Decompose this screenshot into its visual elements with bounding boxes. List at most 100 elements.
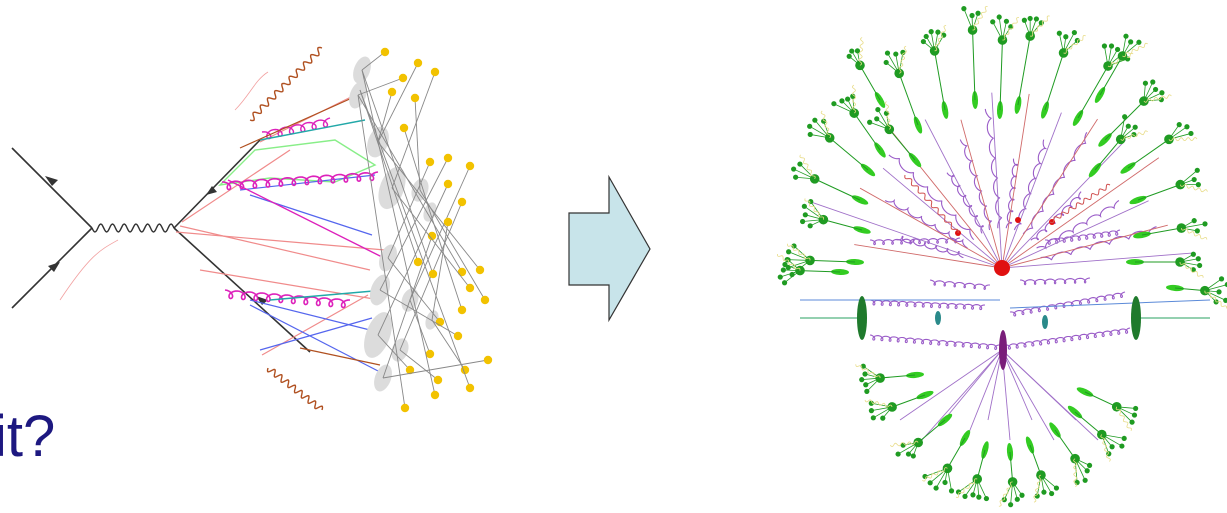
shower-line: [1001, 252, 1194, 269]
soft-photon: [820, 110, 832, 139]
decay-line: [871, 406, 893, 412]
decay-line: [1063, 36, 1067, 53]
decay-line: [877, 109, 890, 130]
final-state-particle: [413, 58, 423, 68]
final-particle: [808, 198, 814, 205]
gluon-band: [1005, 327, 1131, 350]
shower-line: [1001, 139, 1126, 269]
decay-line: [1101, 434, 1113, 448]
final-particle: [942, 479, 948, 486]
decay-line: [783, 269, 801, 272]
decay-line: [810, 259, 856, 263]
decay-line: [809, 125, 830, 139]
final-particle: [1108, 43, 1115, 49]
decay-stem: [359, 89, 419, 263]
decay-line: [1077, 65, 1109, 119]
final-particle: [1125, 123, 1131, 129]
parton-shower-diagram: [11, 46, 493, 413]
final-particle: [1119, 443, 1125, 449]
final-particle: [1027, 15, 1033, 22]
decay-line: [1040, 475, 1045, 493]
decay-line: [1040, 474, 1057, 489]
decay-line: [925, 36, 935, 52]
decay-line: [1029, 22, 1042, 37]
final-particle: [1122, 114, 1128, 120]
final-particle: [962, 493, 968, 499]
decay-line: [895, 53, 900, 74]
final-state-particle: [428, 269, 438, 279]
final-particle: [1131, 412, 1138, 418]
final-particle: [782, 261, 788, 268]
decay-line: [1204, 284, 1227, 292]
gluon-curl: [1030, 191, 1082, 241]
final-state-particle: [480, 295, 490, 305]
colour-flow-line: [59, 239, 119, 301]
decay-line: [1179, 258, 1199, 263]
soft-photon: [1100, 434, 1111, 462]
final-particle: [1008, 502, 1014, 508]
soft-photon: [955, 478, 978, 498]
soft-photon: [777, 254, 801, 271]
final-particle: [781, 280, 788, 286]
decay-line: [866, 377, 881, 392]
outgoing-arrow-head: [206, 186, 217, 195]
decay-line: [1074, 411, 1103, 435]
final-particle: [812, 117, 818, 123]
decay-line: [1104, 100, 1145, 141]
shower-line: [810, 201, 1003, 269]
decay-stem: [382, 235, 433, 379]
gluon-curl: [1013, 139, 1048, 231]
final-particle: [1224, 282, 1227, 288]
gluon-band: [1045, 229, 1121, 245]
gluon-band: [869, 334, 1000, 351]
shower-line: [1001, 93, 1030, 269]
decay-line: [1029, 444, 1042, 476]
heavy-hadron: [1131, 296, 1141, 340]
decay-line: [880, 374, 916, 379]
decay-line: [947, 468, 952, 491]
decay-line: [934, 50, 946, 111]
final-particle: [1176, 122, 1182, 128]
decay-stem: [377, 62, 419, 143]
final-particle: [875, 106, 881, 113]
decay-stem: [379, 157, 449, 291]
decay-stem: [419, 189, 486, 301]
final-particle: [1142, 80, 1149, 86]
final-state-particle: [387, 87, 397, 97]
shower-line: [965, 349, 1003, 441]
decay-line: [1120, 116, 1126, 140]
final-particle: [839, 98, 845, 104]
final-particle: [1128, 39, 1134, 45]
soft-photon: [884, 101, 892, 130]
soft-photon: [799, 154, 816, 180]
decay-line: [1101, 434, 1123, 447]
final-particle: [1114, 46, 1121, 53]
brown-line: [239, 97, 353, 149]
soft-photon: [898, 45, 907, 74]
decay-stem: [409, 165, 471, 301]
decay-line: [972, 13, 979, 31]
decay-line: [1101, 434, 1125, 439]
gluon-curl: [888, 154, 975, 241]
final-particle: [976, 494, 982, 500]
final-particle: [1218, 276, 1225, 282]
red-photon: [1049, 183, 1111, 224]
quark-line: [259, 317, 373, 351]
final-state-particle: [433, 375, 443, 385]
final-particle: [1129, 419, 1135, 425]
shower-line: [1001, 349, 1033, 421]
final-state-particle: [410, 93, 420, 103]
cyan-quark: [269, 289, 386, 301]
final-particle: [933, 485, 939, 491]
final-particle: [955, 489, 962, 495]
decay-line: [1107, 49, 1118, 67]
final-particle: [1188, 130, 1194, 137]
gluon-curl: [224, 289, 351, 309]
hadronized-event-tree: [777, 6, 1227, 508]
gluon-string-loop: [218, 139, 377, 186]
final-particle: [1194, 228, 1200, 234]
final-particle: [807, 123, 813, 129]
final-particle: [927, 480, 933, 486]
red-photon: [904, 174, 959, 234]
